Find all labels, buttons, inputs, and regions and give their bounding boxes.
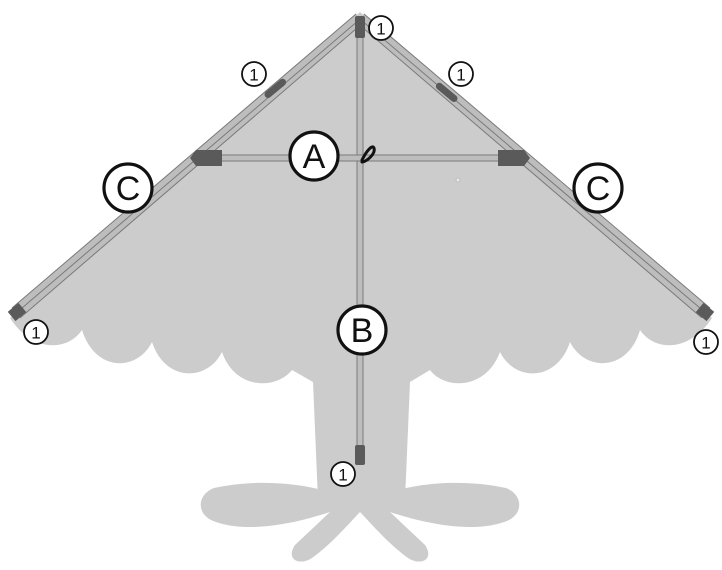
spar-edge-line — [14, 19, 360, 315]
end-cap-label-text: 1 — [456, 66, 465, 85]
end-cap-label-text: 1 — [376, 20, 385, 39]
nose-cap — [355, 16, 365, 38]
spine-spar — [355, 16, 365, 465]
label-b-text: B — [351, 312, 374, 350]
label-c-left-circle — [102, 162, 154, 214]
end-cap-label-circle — [448, 61, 474, 87]
center-tie-loop — [360, 145, 376, 164]
end-cap-label-circle — [241, 61, 267, 87]
end-cap-label-text: 1 — [31, 324, 40, 343]
spar-edge-line — [19, 21, 365, 319]
cross-spar-connector-left — [190, 150, 222, 166]
end-cap-label-nose: 1 — [368, 15, 394, 41]
end-cap-label-right-tip: 1 — [693, 329, 719, 355]
end-cap-label-right-sleeve: 1 — [448, 61, 474, 87]
end-cap-label-circle — [368, 15, 394, 41]
cross-spar — [190, 145, 530, 183]
label-c-right-circle — [572, 162, 624, 214]
spar-edge-line — [355, 21, 703, 319]
end-cap-label-left-sleeve: 1 — [241, 61, 267, 87]
end-cap-label-circle — [693, 329, 719, 355]
end-cap — [7, 302, 27, 322]
tail-cap — [355, 445, 365, 465]
label-a-circle — [288, 130, 340, 182]
end-cap-label-text: 1 — [701, 334, 710, 353]
sleeve-connector — [264, 78, 287, 98]
label-b: B — [336, 304, 388, 356]
end-cap-label-tail: 1 — [330, 461, 356, 487]
end-cap-label-text: 1 — [338, 466, 347, 485]
tail-streamer-left — [200, 482, 360, 562]
tail-streamer-right — [360, 482, 520, 562]
end-cap-label-left-tip: 1 — [23, 319, 49, 345]
sleeve-connector — [435, 82, 458, 102]
end-cap-label-text: 1 — [249, 66, 258, 85]
spar-edge-line — [11, 13, 357, 309]
end-cap — [695, 302, 715, 322]
spar-edge-line — [360, 19, 708, 315]
label-b-circle — [336, 304, 388, 356]
label-a: A — [288, 130, 340, 182]
label-c-left-text: C — [116, 170, 141, 208]
cross-spar-connector-right — [498, 150, 530, 166]
leading-edge-spar-left — [7, 13, 365, 322]
label-c-right: C — [572, 162, 624, 214]
label-c-right-text: C — [586, 170, 611, 208]
end-cap-label-circle — [330, 461, 356, 487]
cross-spar-tube — [205, 155, 515, 161]
spar-edge-line — [363, 13, 711, 309]
label-a-text: A — [303, 138, 326, 176]
bridle-point — [455, 177, 461, 183]
spine-tube — [357, 18, 363, 463]
end-cap-label-circle — [23, 319, 49, 345]
label-c-left: C — [102, 162, 154, 214]
leading-edge-spar-right — [355, 13, 715, 322]
